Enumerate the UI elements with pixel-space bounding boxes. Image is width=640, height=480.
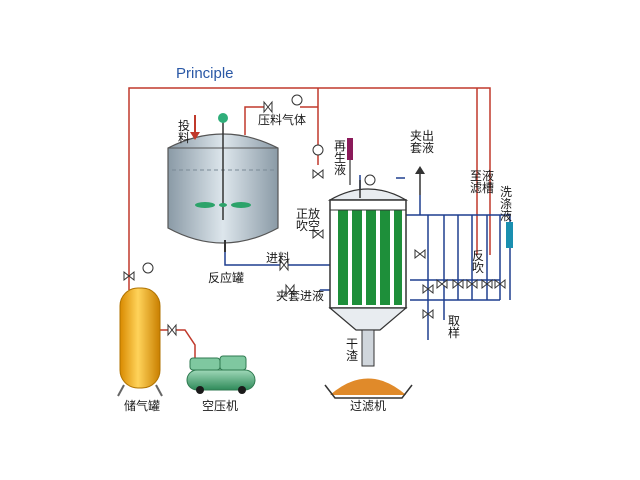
wash-liquid-bottle [506,222,513,300]
label-regen-liquid: 再生液 [334,139,346,177]
label-air-tank: 储气罐 [124,398,160,413]
label-feed: 进料 [266,251,290,265]
pressure-gauges [142,94,376,274]
label-to-filtrate-tank: 至滤液槽 [470,168,494,195]
valves [123,100,506,337]
air-compressor [186,355,256,394]
label-reactor: 反应罐 [208,270,244,285]
filter-residue [324,378,413,399]
label-forward-blow: 正吹放空 [296,206,320,233]
label-pressure-gas: 压料气体 [258,112,306,127]
label-filter: 过滤机 [350,399,386,413]
label-compressor: 空压机 [202,399,238,413]
air-storage-tank [117,287,163,397]
reactor-vessel [167,113,279,252]
filter-unit [327,180,409,367]
label-sampling: 取样 [448,314,460,340]
label-dry-residue: 干渣 [346,337,358,363]
air-lines [128,87,491,358]
jacket-out-arrow [415,166,425,195]
label-feed-inlet: 投料 [178,118,190,145]
label-jacket-in: 夹套进液 [276,288,324,303]
label-wash-liquid: 洗涤液 [500,185,512,223]
label-reverse-blow: 反吹 [472,249,484,275]
diagram-title: Principle [176,65,234,82]
label-jacket-out: 夹套出液 [410,129,434,155]
regen-liquid-bottle [347,138,353,185]
feed-inlet-arrow [190,115,200,140]
